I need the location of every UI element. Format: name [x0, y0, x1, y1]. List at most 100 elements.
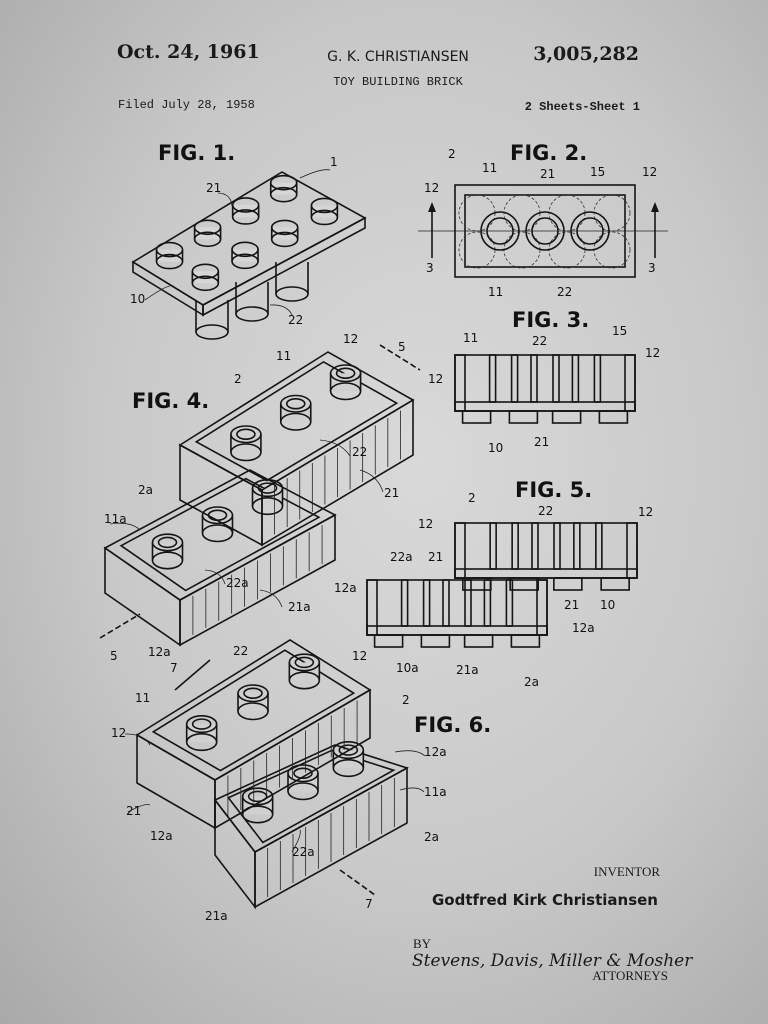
attorneys-signature: Stevens, Davis, Miller & Mosher — [412, 951, 693, 971]
fig6-lower-stud-top — [241, 787, 274, 806]
fig4-upper-stud-base — [279, 412, 312, 431]
fig3-tube-wall — [571, 354, 580, 403]
ref-numeral: 12 — [428, 372, 443, 386]
fig1-stud-body — [156, 249, 183, 262]
ref-numeral: 11 — [482, 161, 497, 175]
leader-line — [109, 522, 141, 531]
fig4-upper-tube-hole — [285, 397, 306, 410]
fig1-stud-top — [231, 197, 260, 213]
ref-numeral: 15 — [590, 165, 605, 179]
ref-numeral: 21 — [126, 804, 141, 818]
fig5-upper-top-wall — [454, 568, 638, 579]
fig4-lower-stud-base — [201, 524, 234, 543]
fig1-stud-top — [270, 219, 299, 236]
patent-title: TOY BUILDING BRICK — [333, 75, 463, 89]
fig1-stud-body — [271, 227, 298, 240]
leader-line — [394, 750, 426, 757]
inventor-header: G. K. CHRISTIANSEN — [327, 49, 469, 65]
ref-numeral: 12 — [343, 332, 358, 346]
inventor-caption: INVENTOR — [594, 864, 661, 879]
fig1-stud-body — [194, 227, 221, 240]
ref-numeral: 11 — [463, 331, 478, 345]
ref-numeral: 2 — [448, 147, 456, 161]
fig4-upper-tube-hole — [236, 428, 256, 440]
ref-numeral: 21a — [205, 909, 228, 923]
attorneys-caption: ATTORNEYS — [592, 968, 668, 983]
fig5-reference-numerals: 2 22 12 12 22a 21 12a 21 10 12a 10a 21a … — [334, 491, 653, 689]
fig4-upper-stud-base — [230, 443, 262, 462]
ref-numeral: 11a — [104, 512, 127, 526]
fig4-reference-numerals: 12 5 11 2 22 21 2a 11a 22a 21a 12a 5 — [104, 332, 406, 663]
filed-date: Filed July 28, 1958 — [118, 98, 255, 112]
fig6-label: FIG. 6. — [414, 713, 491, 737]
fig5-upper-stud — [600, 577, 630, 591]
ref-numeral: 15 — [612, 324, 627, 338]
fig5-lower-tube-wall — [505, 579, 514, 627]
fig6-lower-stud-base — [241, 805, 274, 824]
ref-numeral: 22 — [233, 644, 248, 658]
fig4-upper-top-face — [178, 351, 415, 491]
fig6-lower-stud-top — [332, 741, 365, 760]
leader-line — [399, 787, 425, 793]
fig5-upper-tube-wall — [531, 522, 539, 570]
fig1-stud-body — [270, 182, 297, 195]
ref-numeral: 21 — [428, 550, 443, 564]
fig5-lower-tube-wall — [400, 579, 409, 627]
fig4-label: FIG. 4. — [132, 389, 209, 413]
ref-numeral: 2a — [138, 483, 153, 497]
ref-numeral: 10 — [130, 292, 145, 306]
ref-numeral: 11a — [424, 785, 447, 799]
fig5-lower-tube-wall — [422, 579, 431, 627]
fig3-tube-wall — [530, 354, 538, 403]
ref-numeral: 12a — [572, 621, 595, 635]
fig6-upper-tube-hole — [294, 656, 315, 669]
ref-numeral: 11 — [276, 349, 291, 363]
fig5-lower-top-wall — [366, 625, 548, 636]
fig4-lower-stud-base — [151, 551, 184, 570]
fig5-lower-stud — [373, 634, 404, 648]
fig3-top-wall — [454, 401, 636, 412]
fig1-label: FIG. 1. — [158, 141, 235, 165]
ref-numeral: 12 — [111, 726, 126, 740]
fig5-upper-tube-wall — [489, 522, 497, 570]
fig3-label: FIG. 3. — [512, 308, 589, 332]
fig6-lower-top-face — [213, 744, 410, 854]
fig1-stud-top — [231, 241, 259, 258]
patent-number: 3,005,282 — [533, 43, 639, 65]
fig5-lower-stud — [510, 634, 541, 648]
ref-numeral: 1 — [330, 155, 338, 169]
fig5-upper-stud — [509, 577, 539, 591]
fig3-reference-numerals: 11 22 15 12 12 10 21 — [428, 324, 660, 455]
ref-numeral: 21a — [288, 600, 311, 614]
fig2-stud-hidden — [548, 194, 586, 232]
fig1-stud-body — [311, 205, 338, 218]
leader-line — [144, 285, 171, 301]
fig6-lower-tube-hole — [247, 790, 268, 803]
fig6-lower-tube-hole — [338, 744, 359, 756]
ref-numeral: 11 — [488, 285, 503, 299]
fig1-stud-base — [191, 275, 220, 292]
fig6-upper-stud-base — [237, 702, 269, 721]
leader-line — [319, 439, 351, 457]
fig6-upper-stud-top — [288, 653, 321, 672]
fig6-upper-stud-base — [185, 733, 218, 752]
leader-line — [259, 589, 283, 608]
ref-numeral: 7 — [170, 661, 178, 675]
fig3-tube-wall — [510, 354, 519, 403]
ref-numeral: 22 — [557, 285, 572, 299]
ref-numeral: 12a — [148, 645, 171, 659]
fig1-stud-body — [192, 271, 219, 284]
ref-numeral: 12 — [638, 505, 653, 519]
ref-numeral: 21 — [384, 486, 399, 500]
ref-numeral: 22 — [532, 334, 547, 348]
leader-line — [291, 829, 301, 853]
ref-numeral: 5 — [110, 649, 118, 663]
fig4-lower-front-face — [104, 546, 181, 647]
fig1-stud-base — [269, 186, 298, 203]
fig6-upper-top-face — [135, 639, 372, 781]
fig4-section-line — [99, 613, 141, 639]
fig1-reference-numerals: 1 21 10 22 — [130, 155, 338, 327]
ref-numeral: 12 — [642, 165, 657, 179]
fig1-stud-base — [270, 231, 299, 248]
fig2-arrow-head — [428, 202, 436, 212]
